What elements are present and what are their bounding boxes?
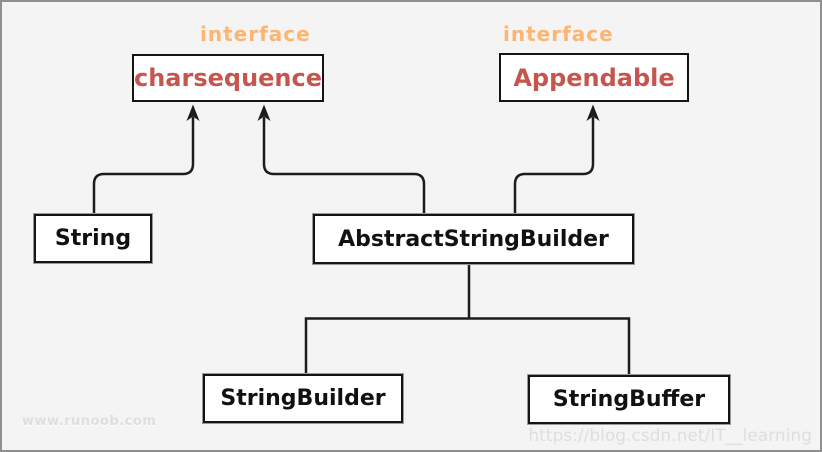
node-appendable: Appendable xyxy=(499,53,689,102)
interface-stereotype-charsequence: interface xyxy=(200,22,311,46)
arrowhead-charsequence-right xyxy=(257,104,271,121)
arrow-abstractstringbuilder-to-appendable xyxy=(513,117,595,214)
node-string-buffer: StringBuffer xyxy=(528,375,730,424)
node-string: String xyxy=(34,214,152,263)
interface-stereotype-appendable: interface xyxy=(503,22,614,46)
watermark-csdn: https://blog.csdn.net/IT__learning xyxy=(528,426,812,446)
node-charsequence: charsequence xyxy=(132,54,324,102)
line-abstractstringbuilder-to-subclasses xyxy=(304,264,631,375)
watermark-runoob: www.runoob.com xyxy=(22,414,157,429)
arrowhead-charsequence-left xyxy=(186,104,200,121)
node-abstract-string-builder: AbstractStringBuilder xyxy=(313,214,634,264)
arrow-string-to-charsequence xyxy=(92,117,195,214)
node-string-builder: StringBuilder xyxy=(203,374,403,423)
arrowhead-appendable xyxy=(586,104,600,121)
arrow-abstractstringbuilder-to-charsequence xyxy=(262,117,426,214)
